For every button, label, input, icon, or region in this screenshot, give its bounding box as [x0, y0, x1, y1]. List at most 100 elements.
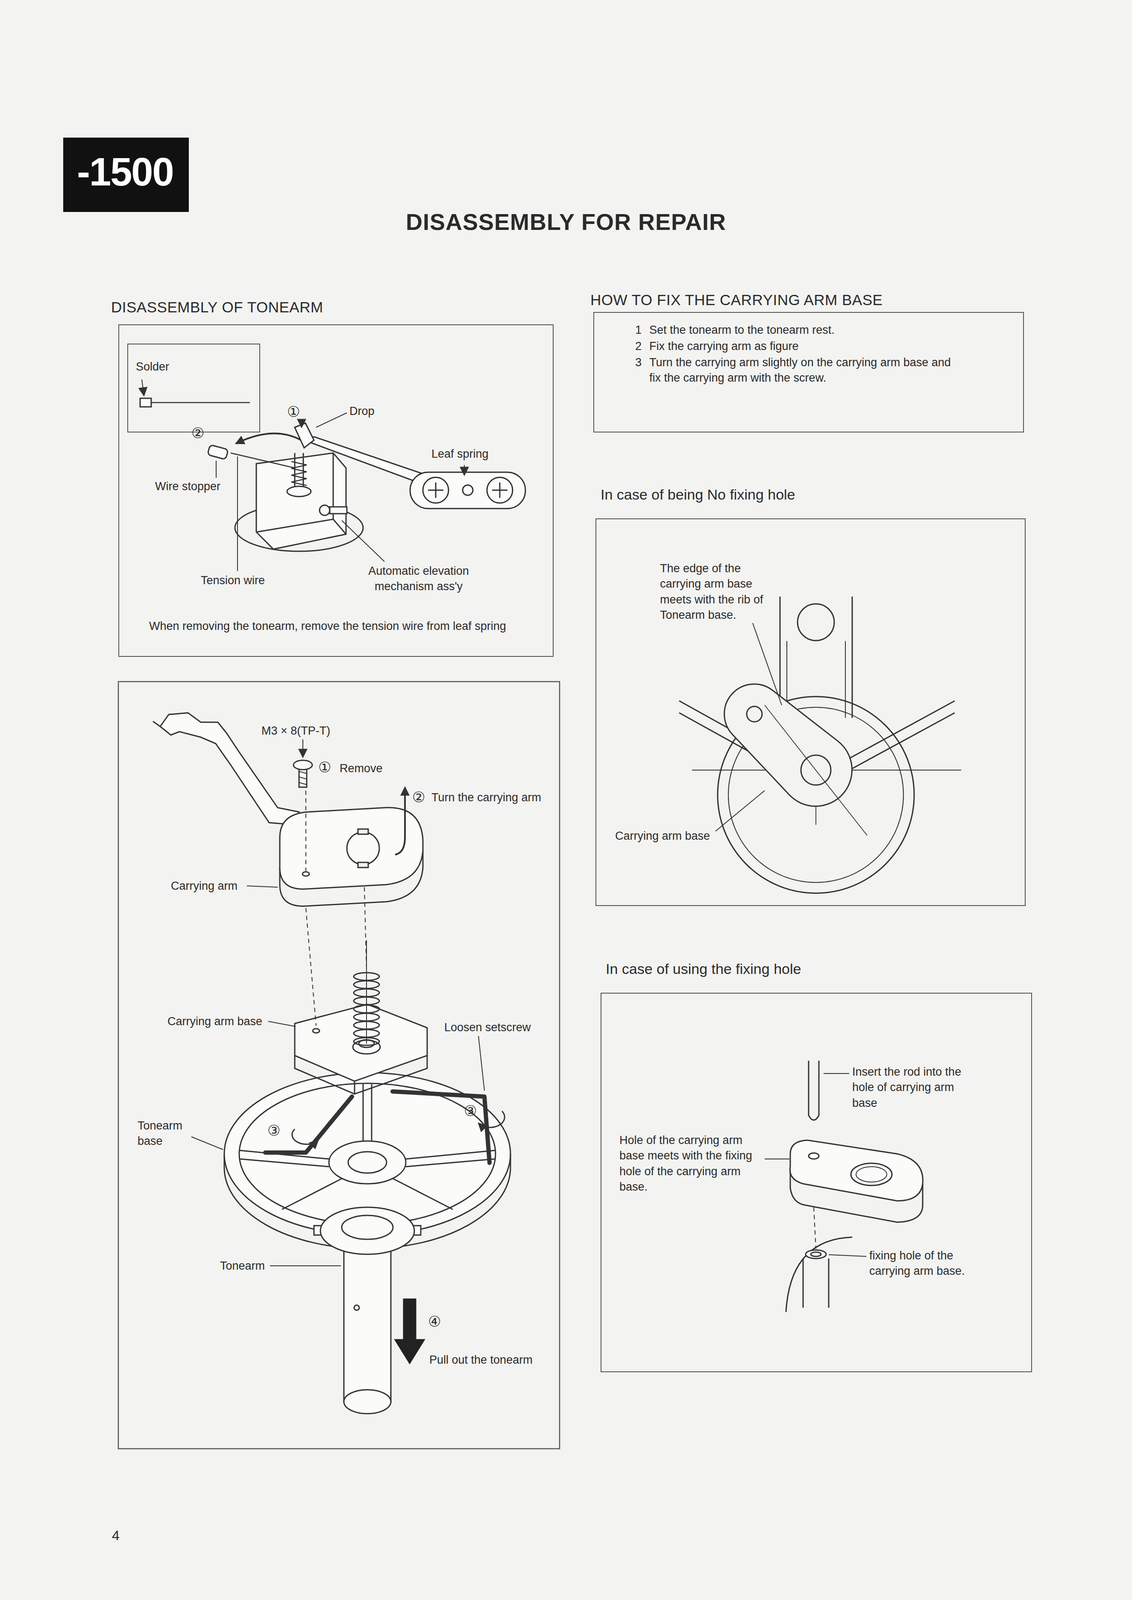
step-label: Turn the carrying arm — [431, 789, 543, 805]
fixing-hole-illustration-part — [813, 1206, 816, 1249]
no-fixing-hole-illustration-part — [837, 700, 955, 765]
subsection-heading: In case of using the fixing hole — [605, 958, 801, 979]
no-fixing-hole-illustration-part — [797, 603, 835, 641]
note-text: Hole of the carrying arm base meets with… — [619, 1132, 761, 1195]
note-text: When removing the tonearm, remove the te… — [149, 618, 525, 634]
tonearm-exploded-illustration-part — [305, 907, 317, 1026]
tonearm-exploded-illustration-part — [281, 1178, 342, 1209]
tonearm-exploded-illustration-part — [353, 980, 380, 989]
tonearm-wire-illustration-part — [316, 412, 347, 428]
tonearm-exploded-illustration-part — [395, 786, 405, 855]
tonearm-wire-illustration-part — [301, 420, 303, 428]
tonearm-exploded-illustration-part — [341, 1214, 393, 1239]
tonearm-wire-illustration-part — [215, 460, 217, 478]
part-label: Carrying arm base — [167, 1013, 263, 1029]
tonearm-wire-illustration-part — [329, 506, 347, 514]
tonearm-exploded-illustration-part — [239, 1082, 496, 1224]
note-text: Insert the rod into the hole of carrying… — [852, 1063, 969, 1111]
part-label: Automatic elevation mechanism ass'y — [358, 563, 479, 595]
step-text: Fix the carrying arm as figure — [649, 338, 974, 354]
tonearm-wire-illustration-part — [287, 486, 311, 497]
fixing-hole-illustration-part — [808, 1152, 819, 1159]
tonearm-exploded-illustration-part — [353, 988, 380, 997]
section-heading: HOW TO FIX THE CARRYING ARM BASE — [590, 289, 883, 310]
tonearm-exploded-illustration-part — [268, 1020, 296, 1027]
fixing-hole-illustration-part — [808, 1060, 819, 1120]
tonearm-exploded-illustration-part — [353, 996, 380, 1005]
part-label: Solder — [135, 358, 170, 375]
part-label: Carrying arm base — [615, 827, 710, 844]
part-label: Tonearm base — [137, 1117, 202, 1149]
tonearm-exploded-illustration-part — [265, 1096, 352, 1153]
part-label: Wire stopper — [155, 478, 221, 494]
no-fixing-hole-illustration-part — [752, 622, 782, 705]
callout-number: ① — [318, 759, 332, 775]
tonearm-exploded-illustration-part — [343, 1230, 391, 1402]
tonearm-wire-illustration-part — [291, 461, 307, 486]
tonearm-wire-illustration-part — [141, 379, 144, 396]
tonearm-wire-illustration-part — [230, 452, 295, 468]
page-number: 4 — [111, 1525, 120, 1545]
tonearm-exploded-illustration-part — [294, 1003, 428, 1081]
tonearm-exploded-illustration-part — [299, 771, 307, 774]
fixing-hole-illustration-part — [856, 1166, 887, 1182]
tonearm-exploded-illustration-part — [118, 681, 560, 1449]
model-number: -1500 — [67, 137, 183, 206]
tonearm-wire-illustration-part — [256, 519, 347, 534]
figure-panel: In case of being No fixing hole — [595, 518, 1026, 906]
note-text: The edge of the carrying arm base meets … — [659, 560, 772, 623]
page-title: DISASSEMBLY FOR REPAIR — [0, 208, 1132, 235]
tonearm-exploded-illustration-part — [305, 790, 307, 871]
tonearm-exploded-illustration-part — [269, 1264, 341, 1266]
tonearm-exploded-illustration-part — [346, 831, 380, 865]
step-text: Turn the carrying arm slightly on the ca… — [649, 354, 957, 386]
tonearm-wire-illustration-part — [149, 401, 250, 404]
fixing-hole-illustration-part — [789, 1139, 923, 1201]
tonearm-wire-illustration-part — [410, 472, 526, 509]
tonearm-wire-illustration-part — [435, 482, 437, 498]
tonearm-exploded-illustration-part — [343, 1389, 391, 1414]
tonearm-wire-illustration-part — [140, 398, 152, 407]
instruction-box: HOW TO FIX THE CARRYING ARM BASE1Set the… — [593, 311, 1024, 433]
tonearm-exploded-illustration-part — [299, 776, 307, 779]
tonearm-wire-illustration-part — [462, 484, 473, 496]
tonearm-wire-illustration-part — [341, 520, 385, 562]
tonearm-exploded-illustration-part — [152, 721, 161, 727]
no-fixing-hole-illustration-part — [715, 790, 765, 831]
fixing-hole-illustration-part — [828, 1254, 867, 1256]
section-heading: DISASSEMBLY OF TONEARM — [111, 296, 324, 317]
part-label: Carrying arm — [170, 877, 238, 894]
tonearm-wire-illustration — [140, 379, 526, 571]
tonearm-wire-illustration-part — [499, 482, 501, 498]
tonearm-exploded-illustration-part — [366, 939, 367, 1044]
inset-box: Solder — [127, 343, 261, 433]
callout-number: ③ — [463, 1102, 477, 1118]
tonearm-exploded-illustration-part — [371, 1083, 373, 1142]
tonearm-exploded-illustration — [118, 681, 560, 1449]
step-number: 2 — [635, 338, 642, 354]
step-text: Set the tonearm to the tonearm rest. — [649, 322, 974, 338]
tonearm-exploded-illustration-part — [362, 1083, 364, 1142]
part-label: Leaf spring — [431, 445, 489, 462]
tonearm-wire-illustration-part — [256, 452, 347, 549]
callout-number: ④ — [428, 1313, 441, 1329]
callout-number: ① — [287, 404, 300, 419]
tonearm-exploded-illustration-part — [292, 1128, 319, 1144]
fixing-hole-illustration-part — [810, 1251, 822, 1256]
tonearm-exploded-illustration-part — [478, 1035, 485, 1091]
no-fixing-hole-illustration-part — [764, 704, 868, 836]
step-number: 3 — [635, 354, 642, 370]
tonearm-wire-illustration-part — [319, 504, 330, 516]
part-label: Tonearm — [219, 1257, 265, 1273]
tonearm-wire-illustration-part — [235, 433, 302, 444]
no-fixing-hole-illustration-part — [841, 712, 955, 775]
no-fixing-hole-illustration-part — [844, 640, 846, 718]
tonearm-exploded-illustration-part — [353, 1029, 380, 1037]
no-fixing-hole-illustration-part — [746, 706, 763, 722]
tonearm-exploded-illustration-part — [246, 885, 278, 887]
no-fixing-hole-illustration-part — [851, 596, 854, 718]
tonearm-wire-illustration-part — [486, 477, 513, 503]
callout-number: ③ — [267, 1122, 281, 1138]
